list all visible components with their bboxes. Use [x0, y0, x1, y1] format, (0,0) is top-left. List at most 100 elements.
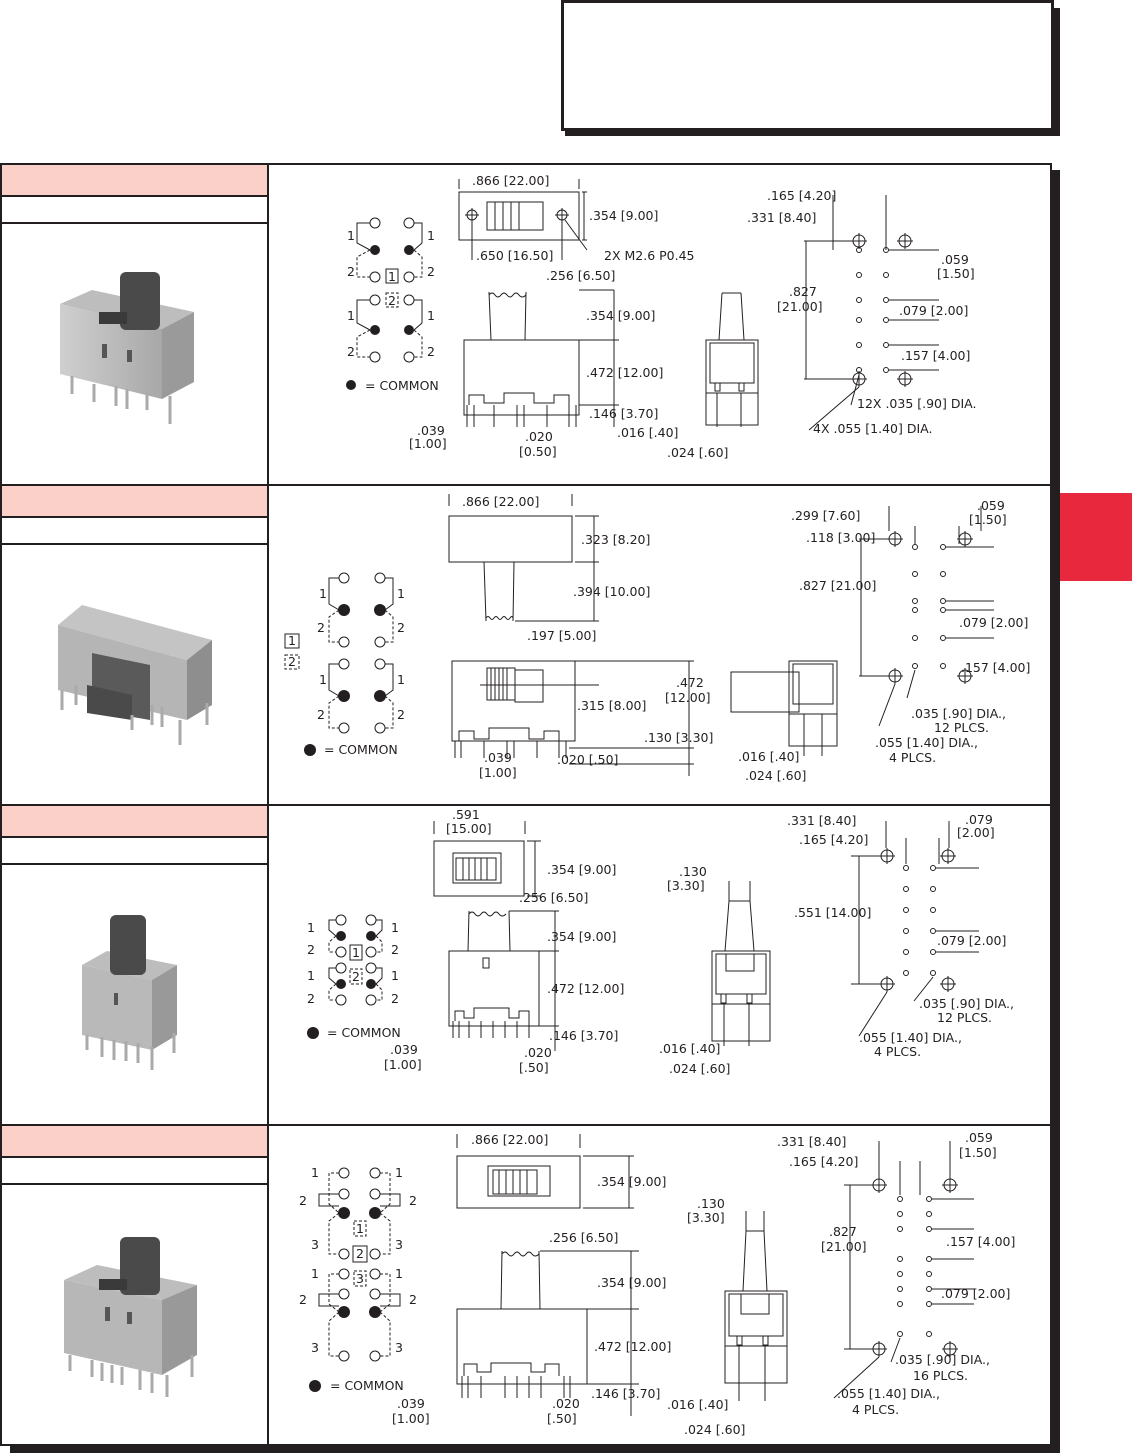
top-view: [458, 179, 588, 260]
dim-label: [2.00]: [957, 825, 995, 840]
dim-label: [15.00]: [446, 821, 492, 836]
dim-label: .130 [3.30]: [644, 730, 713, 745]
top-view: [448, 494, 599, 622]
side-view: [705, 292, 759, 427]
three-position-slide-switch-photo-icon: [64, 1237, 197, 1397]
dim-label: .035 [.90] DIA.,: [911, 706, 1006, 721]
common-legend: = COMMON: [327, 1025, 401, 1040]
pole-label: 2: [307, 991, 315, 1006]
dim-label: [0.50]: [519, 444, 557, 459]
dim-label: .354 [9.00]: [597, 1174, 666, 1189]
dim-label: .472: [676, 675, 704, 690]
technical-drawing: 1 1 2 2 1 2 1 1 2 2 = COMMON: [269, 165, 1050, 484]
dim-label: 12 PLCS.: [934, 720, 989, 735]
section-tab[interactable]: [1060, 493, 1132, 581]
dim-label: .157 [4.00]: [901, 348, 970, 363]
dim-label: .079 [2.00]: [959, 615, 1028, 630]
technical-drawing: 1 1 2 2 1 2 1 1 2 2 = COMMON: [269, 806, 1050, 1124]
dim-label: .079: [965, 812, 993, 827]
pcb-layout: [851, 821, 979, 1037]
spec-row-2: 1 1 2 2 1 2 1 1 2 2 = COMMON: [2, 484, 1050, 804]
pole-label: 1: [311, 1266, 319, 1281]
pcb-layout: [804, 195, 939, 431]
dim-label: [1.00]: [479, 765, 517, 780]
pole-label: 3: [311, 1340, 319, 1355]
dim-label: .472 [12.00]: [594, 1339, 671, 1354]
position-label: 2: [352, 969, 360, 984]
dim-label: .035 [.90] DIA.,: [895, 1352, 990, 1367]
dim-label: .016 [.40]: [617, 425, 678, 440]
pole-label: 1: [395, 1266, 403, 1281]
dim-label: .020: [524, 1045, 552, 1060]
dim-label: .035 [.90] DIA.,: [919, 996, 1014, 1011]
spec-row-3: 1 1 2 2 1 2 1 1 2 2 = COMMON: [2, 804, 1050, 1124]
common-legend: = COMMON: [330, 1378, 404, 1393]
pole-label: 1: [391, 968, 399, 983]
dim-label: [21.00]: [777, 299, 823, 314]
dim-label: .024 [.60]: [684, 1422, 745, 1437]
pole-label: 1: [427, 228, 435, 243]
dim-label: [12.00]: [665, 690, 711, 705]
dim-label: .197 [5.00]: [527, 628, 596, 643]
dim-label: .827: [829, 1224, 857, 1239]
dim-label: .016 [.40]: [738, 749, 799, 764]
dim-label: .331 [8.40]: [777, 1134, 846, 1149]
dim-label: .331 [8.40]: [747, 210, 816, 225]
position-label: 1: [388, 269, 396, 284]
pole-label: 3: [311, 1237, 319, 1252]
dim-label: .079 [2.00]: [899, 303, 968, 318]
dim-label: .354 [9.00]: [589, 208, 658, 223]
schematic-icon: [309, 1167, 401, 1392]
spec-row-4: 1 1 2 2 3 3 1 2 3 1 1 2 2 3 3 = COMMON: [2, 1124, 1050, 1446]
technical-drawing: 1 1 2 2 1 2 1 1 2 2 = COMMON: [269, 486, 1050, 804]
dim-label: .055 [1.40] DIA.,: [837, 1386, 940, 1401]
dim-label: .020: [525, 429, 553, 444]
dim-label: .024 [.60]: [667, 445, 728, 460]
dim-label: .020 [.50]: [557, 752, 618, 767]
drawing-row-3: 1 1 2 2 1 2 1 1 2 2 = COMMON: [307, 807, 1014, 1076]
side-view: [711, 881, 771, 1046]
dim-label: 12X .035 [.90] DIA.: [857, 396, 976, 411]
pole-label: 1: [307, 968, 315, 983]
pole-label: 1: [395, 1165, 403, 1180]
position-label: 2: [288, 654, 296, 669]
dim-label: .866 [22.00]: [462, 494, 539, 509]
dim-label: [.50]: [519, 1060, 549, 1075]
dim-label: .059: [965, 1130, 993, 1145]
product-photo: [2, 224, 267, 484]
dim-label: .039: [390, 1042, 418, 1057]
dim-label: .323 [8.20]: [581, 532, 650, 547]
dim-label: .130: [679, 864, 707, 879]
pole-label: 2: [347, 264, 355, 279]
pole-label: 2: [391, 942, 399, 957]
pole-label: 3: [395, 1237, 403, 1252]
vertical-slide-switch-photo-icon: [60, 272, 194, 424]
dim-label: .315 [8.00]: [577, 698, 646, 713]
pole-label: 1: [391, 920, 399, 935]
compact-vertical-slide-switch-photo-icon: [82, 915, 177, 1070]
position-label: 1: [352, 945, 360, 960]
dim-label: .055 [1.40] DIA.,: [859, 1030, 962, 1045]
pole-label: 2: [299, 1193, 307, 1208]
schematic-icon: [307, 914, 383, 1039]
front-view: [448, 910, 559, 1051]
dim-label: .016 [.40]: [659, 1041, 720, 1056]
dim-label: .866 [22.00]: [471, 1132, 548, 1147]
dim-label: .165 [4.20]: [789, 1154, 858, 1169]
pole-label: 2: [347, 344, 355, 359]
dim-label: .024 [.60]: [669, 1061, 730, 1076]
dim-label: .331 [8.40]: [787, 813, 856, 828]
dim-label: .016 [.40]: [667, 1397, 728, 1412]
dim-label: [3.30]: [687, 1210, 725, 1225]
dim-label: .146 [3.70]: [549, 1028, 618, 1043]
side-view: [730, 660, 838, 756]
dim-label: .059: [977, 498, 1005, 513]
position-label: 2: [356, 1246, 364, 1261]
dim-label: .354 [9.00]: [597, 1275, 666, 1290]
dim-label: .472 [12.00]: [586, 365, 663, 380]
dim-label: .024 [.60]: [745, 768, 806, 783]
dim-label: .472 [12.00]: [547, 981, 624, 996]
pole-label: 3: [395, 1340, 403, 1355]
dim-label: .079 [2.00]: [937, 933, 1006, 948]
dim-label: 2X M2.6 P0.45: [604, 248, 695, 263]
